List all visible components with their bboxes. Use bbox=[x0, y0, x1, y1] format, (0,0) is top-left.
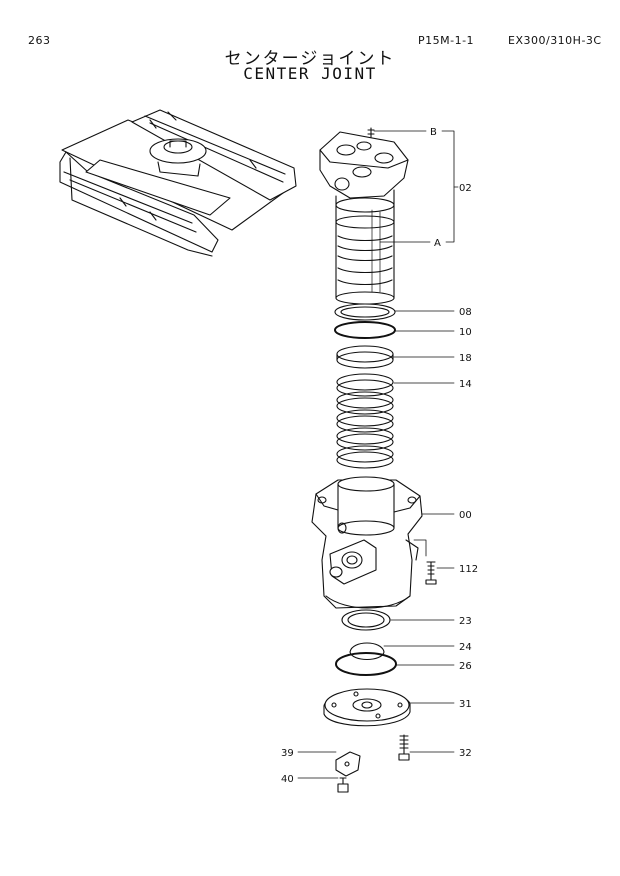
callout-00: 00 bbox=[459, 510, 472, 521]
page-title-english: CENTER JOINT bbox=[243, 64, 377, 83]
callout-14: 14 bbox=[459, 379, 472, 390]
undercarriage-inset bbox=[59, 109, 297, 257]
callout-08: 08 bbox=[459, 307, 472, 318]
callout-31: 31 bbox=[459, 699, 472, 710]
model-code: EX300/310H-3C bbox=[508, 34, 602, 47]
callout-18: 18 bbox=[459, 353, 472, 364]
callout-24: 24 bbox=[459, 642, 472, 653]
callout-112: 112 bbox=[459, 564, 478, 575]
callout-B: B bbox=[430, 127, 437, 138]
callout-10: 10 bbox=[459, 327, 472, 338]
callout-labels: B 02 A 08 10 18 14 00 112 23 24 26 31 39… bbox=[281, 127, 478, 785]
page-title-japanese: センタージョイント bbox=[224, 49, 396, 69]
callout-40: 40 bbox=[281, 774, 294, 785]
leader-lines bbox=[297, 130, 459, 779]
callout-39: 39 bbox=[281, 748, 294, 759]
part-code: P15M-1-1 bbox=[418, 34, 475, 47]
callout-A: A bbox=[434, 238, 441, 249]
callout-26: 26 bbox=[459, 661, 472, 672]
page-number: 263 bbox=[28, 34, 51, 47]
callout-02: 02 bbox=[459, 183, 472, 194]
center-joint-assembly bbox=[311, 127, 437, 793]
callout-32: 32 bbox=[459, 748, 472, 759]
callout-23: 23 bbox=[459, 616, 472, 627]
